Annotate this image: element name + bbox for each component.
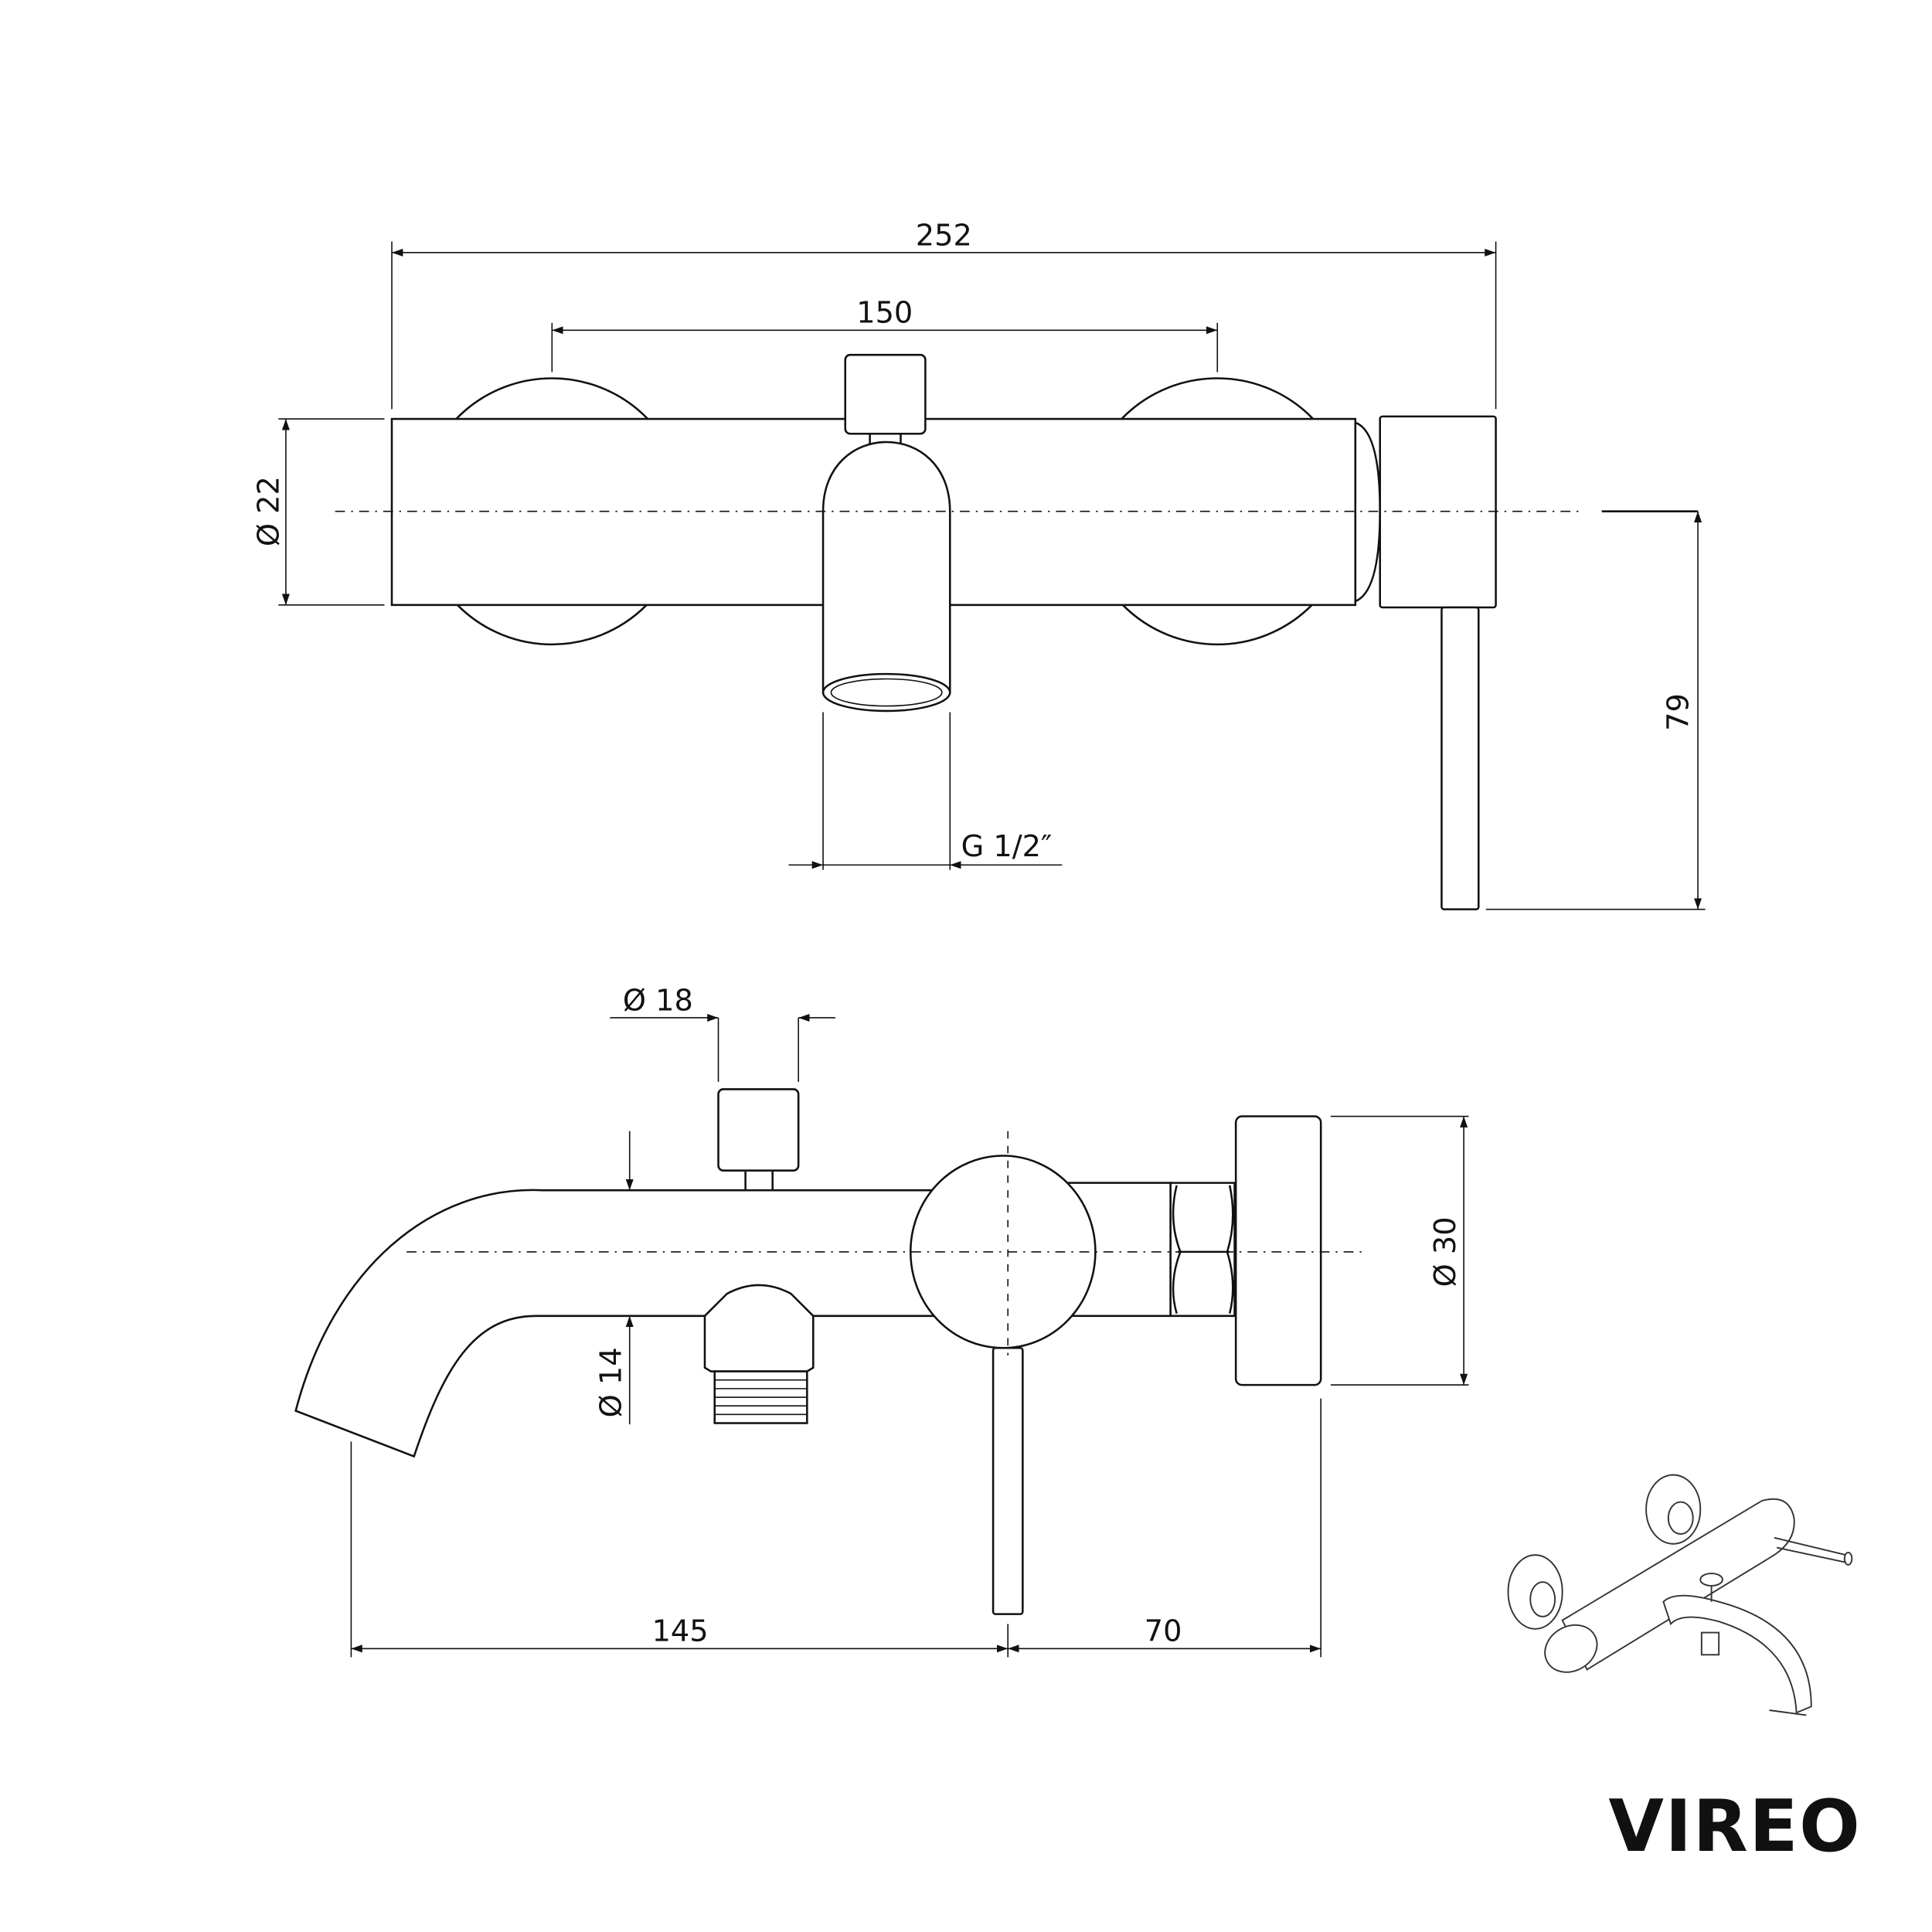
dim-spout-diameter: Ø 14 — [594, 1347, 629, 1417]
dim-wall-to-lever: 70 — [1145, 1614, 1182, 1649]
top-view: 252 150 Ø 22 79 G 1/2″ — [251, 218, 1706, 910]
outlet-fitting — [703, 1284, 815, 1372]
spout — [821, 440, 951, 694]
outlet-thread — [713, 1370, 808, 1424]
dim-outlet-thread: G 1/2″ — [961, 829, 1053, 864]
dim-body-diameter: Ø 22 — [251, 476, 286, 546]
spout-side — [294, 1189, 938, 1458]
spout-outlet — [821, 672, 951, 713]
diverter-knob-side — [717, 1088, 800, 1172]
dim-rosette-spacing: 150 — [856, 296, 913, 331]
lever-side — [992, 1346, 1024, 1615]
handle-cap — [1379, 415, 1497, 609]
diverter-knob — [844, 353, 927, 435]
dim-lever-height: 79 — [1661, 693, 1696, 731]
lever — [1440, 606, 1480, 910]
side-view: Ø 18 Ø 14 Ø 30 145 70 — [294, 983, 1469, 1658]
isometric-view — [1507, 1474, 1853, 1716]
dim-spout-projection: 145 — [652, 1614, 709, 1649]
spout-outlet-inner — [830, 678, 943, 707]
wall-rosette — [1234, 1115, 1322, 1386]
dim-diverter-diameter: Ø 18 — [623, 983, 693, 1018]
dim-rosette-diameter: Ø 30 — [1428, 1216, 1463, 1287]
brand-logo: VIREO — [1608, 1784, 1861, 1868]
diverter-stem-side — [744, 1167, 774, 1192]
handle-neck — [1354, 421, 1381, 603]
hex-nut — [1169, 1182, 1236, 1318]
dim-overall-width: 252 — [916, 218, 972, 253]
